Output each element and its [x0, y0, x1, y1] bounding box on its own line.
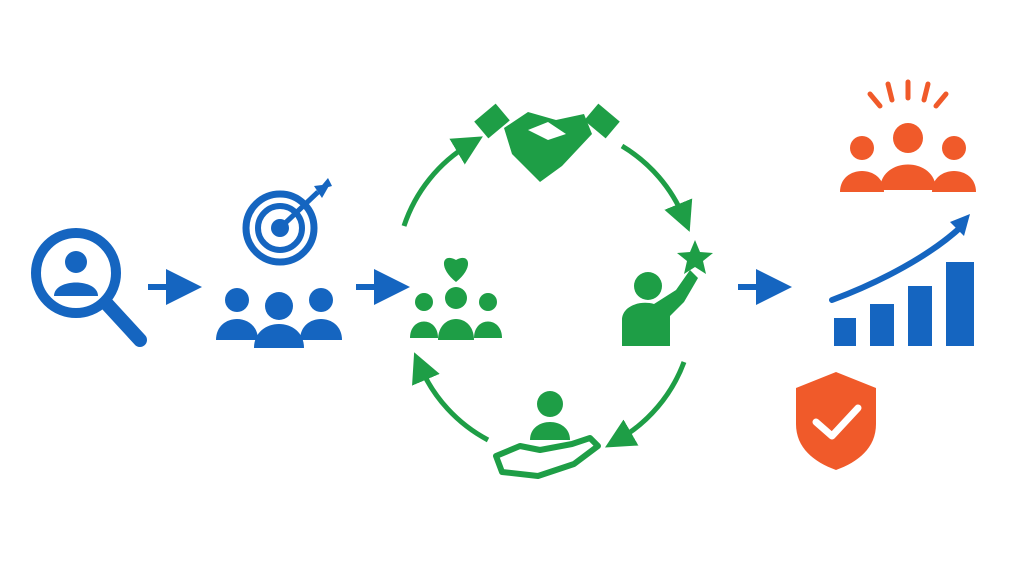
target-audience-icon	[216, 178, 342, 348]
cycle-arrow-bottom-left	[412, 352, 490, 443]
protection-shield-icon	[796, 372, 876, 470]
celebrating-team-icon	[840, 79, 976, 192]
user-search-icon	[31, 228, 147, 347]
cycle-arrow-top-right	[620, 143, 693, 232]
growth-chart-icon	[829, 214, 974, 346]
cycle-arrow-top-left	[401, 136, 483, 227]
achievement-star-icon	[622, 240, 713, 346]
handshake-icon	[474, 103, 620, 182]
care-hand-icon	[493, 391, 601, 479]
community-heart-icon	[410, 257, 502, 340]
cycle-arrow-bottom-right	[604, 361, 687, 448]
relationship-cycle	[401, 136, 693, 448]
